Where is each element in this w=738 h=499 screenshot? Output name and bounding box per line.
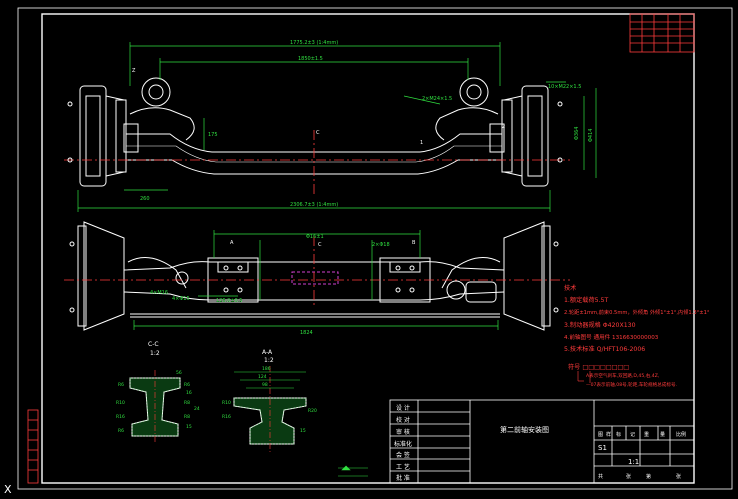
drawing-border (17, 7, 733, 490)
section-aa-dims-lines (234, 371, 306, 389)
row-design: 设 计 (396, 404, 410, 412)
axle-front-view (64, 221, 570, 331)
front-dim-left3: 126.0±0.5 (216, 298, 242, 304)
front-dim-right: 2×Φ18 (372, 242, 390, 248)
row-process: 工 艺 (396, 463, 410, 471)
title-block-text: 设 计 校 对 审 核 标准化 会 签 工 艺 批 准 第二前轴安装图 图 样 … (394, 404, 686, 482)
front-dim-left1: 4×M16 (150, 290, 168, 296)
hdr-2: 标 (616, 431, 621, 438)
section-cc-scale: 1:2 (150, 350, 160, 357)
front-view-dimensions (133, 230, 499, 330)
note-2: 2.轮距±1mm,前束0.5mm，外倾角 外倾1°±1°,内倾1.3°±1° (564, 308, 710, 316)
section-aa-dims: 186 124 98 R10 R16 R20 15 (222, 366, 317, 434)
z-mark: Z (132, 68, 136, 74)
section-aa-title: A-A (262, 349, 273, 356)
front-dim-left2: 4×Φ15 (172, 296, 190, 302)
axle-top-view (64, 77, 570, 196)
cc-dim-4: R16 (116, 414, 125, 420)
symbol-title: 符号 □□□□□□□□ (568, 363, 629, 371)
mark-a: A (230, 240, 234, 246)
hdr-6: 比例 (676, 431, 686, 438)
hdr-0: 图 (598, 432, 603, 438)
row-check: 校 对 (396, 416, 410, 424)
right-diam-label: Φ364 (574, 127, 580, 140)
aa-dim-5: R20 (308, 408, 317, 414)
left-binding-strip (27, 409, 39, 484)
cc-dim-2: R10 (116, 400, 125, 406)
mark-c: C (318, 242, 322, 248)
ftr-2: 第 (646, 473, 651, 480)
aa-dim-2: 98 (262, 382, 268, 388)
top-view-labels: 1775.2±3 (1:4mm) 1850±1.5 2×M24×1.5 10×M… (132, 40, 594, 208)
symbol-b: —07表示前轴,08号,轮距,车轮规格总成标号. (586, 381, 677, 388)
hdr-5: 量 (660, 431, 665, 438)
row-standard: 标准化 (394, 440, 412, 448)
aa-dim-0: 186 (262, 366, 271, 372)
mark-b: B (412, 240, 416, 246)
height-label: 175 (208, 132, 218, 138)
front-view-labels: Φ16±1 4×M16 4×Φ15 126.0±0.5 2×Φ18 1824 A… (150, 234, 416, 336)
scale-cell: 1:1 (628, 458, 639, 466)
mark-1: 1 (420, 140, 423, 146)
revision-table (629, 13, 695, 53)
aa-dim-4: R16 (222, 414, 231, 420)
side-thread-label: 10×M22×1.5 (548, 84, 581, 90)
hdr-3: 记 (630, 431, 635, 438)
bottom-dim-label: 2306.7±3 (1:4mm) (290, 202, 338, 208)
note-3: 3.制动器规格 Φ420X130 (564, 321, 636, 329)
title-block (389, 399, 695, 484)
right-diam2-label: Φ414 (588, 129, 594, 142)
drawing-name: 第二前轴安装图 (500, 425, 549, 434)
section-cc-profile (129, 370, 181, 444)
hdr-1: 样 (606, 431, 611, 438)
ucs-icon[interactable]: X (4, 483, 12, 496)
section-markers (338, 465, 368, 477)
note-leaders (577, 371, 591, 383)
overall-dim-label: 1775.2±3 (1:4mm) (290, 40, 338, 46)
row-cosign: 会 签 (396, 451, 410, 459)
section-cc-dims: R6 R6 R10 R8 R16 R8 R6 16 15 24 56 (116, 370, 200, 434)
mark-2: 2 (502, 124, 505, 130)
notes-title: 技术 (564, 284, 576, 292)
note-5: 5.技术标准 Q/HFT106-2006 (564, 345, 645, 353)
cc-dim-0: R6 (118, 382, 124, 388)
ftr-3: 张 (676, 473, 681, 480)
aa-dim-3: R10 (222, 400, 231, 406)
ftr-1: 张 (626, 473, 631, 480)
cc-dim-8: 15 (186, 424, 192, 430)
inner-dim-label: 1850±1.5 (298, 56, 323, 62)
symbol-a: A表示空气刹车,双回路,D,45,右,4Z, (586, 372, 660, 379)
cc-dim-6: R6 (118, 428, 124, 434)
cc-dim-5: R8 (184, 414, 190, 420)
section-aa-scale: 1:2 (264, 357, 274, 364)
cc-dim-3: R8 (184, 400, 190, 406)
section-cc-title: C-C (148, 341, 159, 348)
hdr-4: 重 (644, 431, 649, 438)
cc-dim-10: 56 (176, 370, 182, 376)
center-mark: C (316, 130, 320, 136)
ftr-0: 共 (598, 473, 603, 480)
cc-dim-9: 24 (194, 406, 200, 412)
kingpin-label: 2×M24×1.5 (422, 96, 452, 102)
cc-dim-7: 16 (186, 390, 192, 396)
front-dim-bottom: 1824 (300, 330, 313, 336)
technical-notes: 技术 1.额定载荷5.5T 2.轮距±1mm,前束0.5mm，外倾角 外倾1°±… (564, 284, 710, 388)
note-4: 4.前轴图号 通用件 1316630000003 (564, 333, 659, 341)
row-review: 审 核 (396, 428, 410, 436)
top-view-dimensions (77, 42, 597, 212)
aa-dim-6: 15 (300, 428, 306, 434)
section-aa-profile (233, 366, 307, 452)
aa-dim-1: 124 (258, 374, 267, 380)
left-offset-label: 260 (140, 196, 150, 202)
note-1: 1.额定载荷5.5T (564, 296, 608, 304)
row-approve: 批 准 (396, 474, 410, 482)
cc-dim-1: R6 (184, 382, 190, 388)
qty-cell: S1 (598, 444, 607, 452)
front-dim-top: Φ16±1 (306, 234, 324, 240)
